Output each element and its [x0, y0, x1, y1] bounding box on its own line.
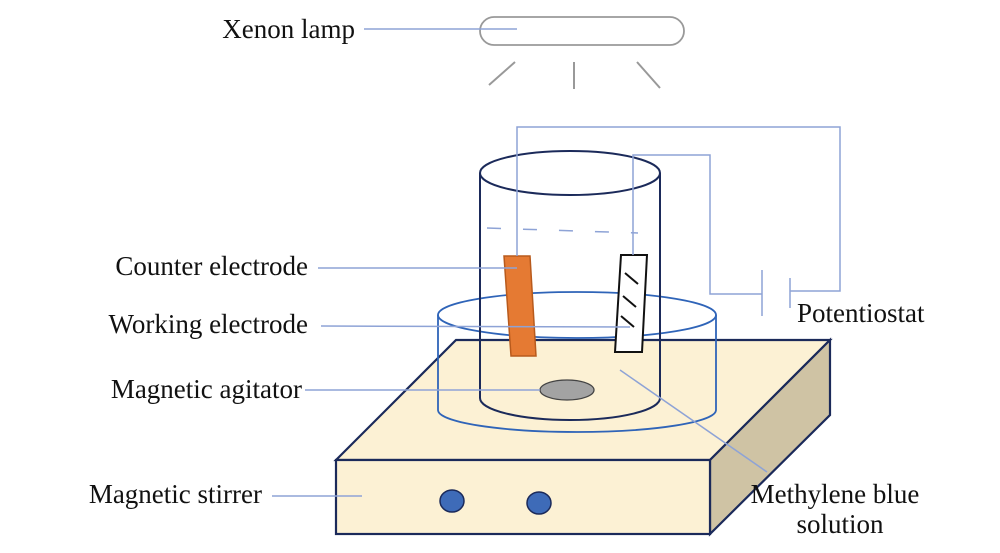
electrode-hatch	[622, 295, 637, 308]
solution-level	[486, 227, 639, 234]
label-potentiostat: Potentiostat	[797, 298, 925, 328]
lamp-tube	[479, 16, 685, 46]
label-magnetic-agitator: Magnetic agitator	[111, 374, 302, 404]
magnetic-stirrer	[333, 337, 833, 537]
circuit-wires	[516, 126, 841, 316]
dish-rim	[437, 291, 717, 339]
light-ray-right	[636, 61, 661, 89]
label-working-electrode: Working electrode	[109, 309, 309, 339]
leader-methylene-blue	[619, 369, 768, 473]
label-xenon-lamp: Xenon lamp	[222, 14, 355, 44]
stirrer-knob-left[interactable]	[439, 489, 465, 513]
electrode-hatch	[620, 315, 635, 328]
dish-body	[437, 315, 717, 433]
magnetic-agitator	[539, 379, 595, 401]
label-counter-electrode: Counter electrode	[115, 251, 308, 281]
leader-lines	[272, 28, 768, 497]
beaker	[479, 150, 661, 421]
wire-counter	[516, 126, 841, 292]
label-methylene-blue-line1: Methylene blue	[751, 479, 920, 509]
light-ray-left	[488, 61, 516, 86]
stirrer-front-face	[334, 458, 712, 536]
label-magnetic-stirrer: Magnetic stirrer	[89, 479, 262, 509]
electrode-hatch	[624, 272, 639, 285]
leader-working-electrode	[320, 325, 631, 328]
beaker-body	[479, 173, 661, 421]
counter-electrode	[503, 255, 537, 357]
xenon-lamp	[479, 16, 685, 89]
stirrer-knob-right[interactable]	[526, 491, 552, 515]
working-electrode	[613, 254, 649, 353]
label-methylene-blue-line2: solution	[796, 509, 884, 539]
outer-dish	[437, 291, 717, 433]
wire-working	[632, 154, 762, 295]
